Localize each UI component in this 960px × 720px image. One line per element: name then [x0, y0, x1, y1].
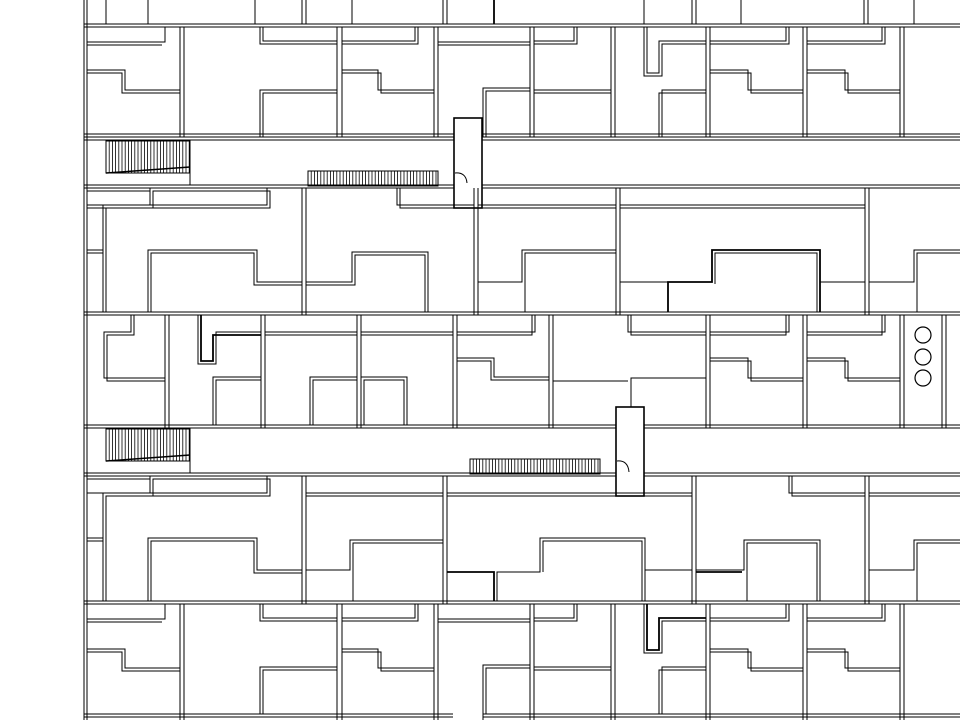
floor-band-a [84, 27, 960, 138]
lift-car-3 [914, 369, 932, 387]
floor-band-b [84, 188, 960, 316]
top-strip-rooms [84, 0, 960, 28]
lift-cars [914, 326, 932, 387]
corridor-lower [84, 428, 960, 477]
stair-landing-line [105, 454, 191, 462]
stair-run-upper [307, 170, 439, 187]
stair-west-lower [105, 428, 191, 462]
stair-west-upper [105, 140, 191, 174]
floor-band-d [84, 476, 960, 605]
lift-car-2 [914, 348, 932, 366]
stair-landing-line [105, 166, 191, 174]
shaft-lower [615, 406, 645, 497]
corridor-upper [84, 139, 960, 189]
stair-run-lower [469, 458, 601, 475]
floor-band-e [84, 604, 960, 720]
building-edge [83, 0, 88, 720]
lift-car-1 [914, 326, 932, 344]
floor-band-c [84, 315, 960, 429]
